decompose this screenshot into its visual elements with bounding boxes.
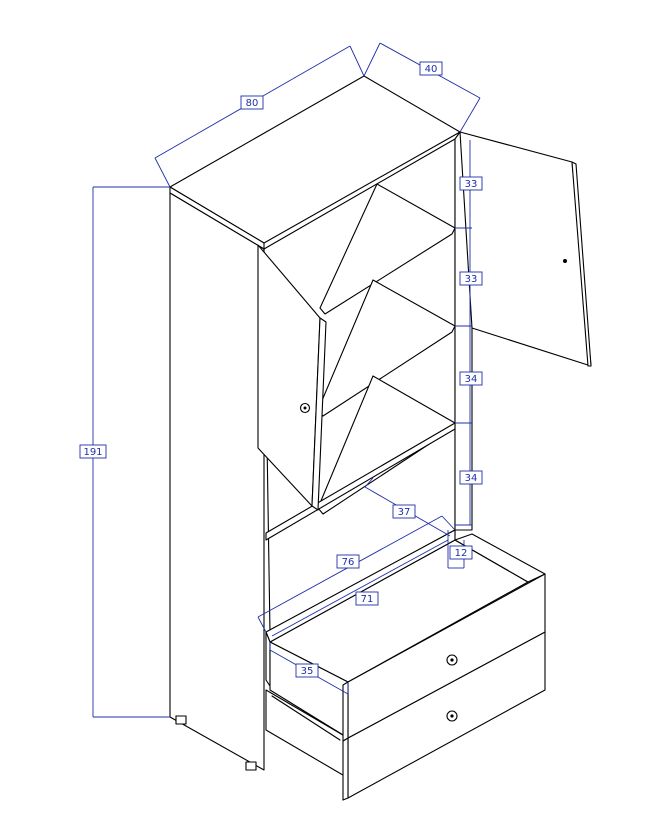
dimension-width: 80 (154, 45, 365, 188)
shelf-1 (319, 183, 456, 315)
dimension-drawer-depth: 35 (269, 642, 349, 695)
dimension-drawer-outer-width: 76 (257, 515, 456, 633)
dimension-drawer-gap-label: 12 (455, 548, 468, 559)
lower-drawer-side (342, 737, 349, 801)
dimension-shelves: 33 33 34 34 (455, 140, 483, 526)
dimension-shelf-4-label: 34 (465, 473, 478, 484)
dimension-drawer-inner-width-label: 71 (361, 594, 374, 605)
lower-drawer-knob-center (450, 714, 454, 718)
dimension-drawer-inner-width: 71 (271, 539, 449, 637)
dimension-shelf-1-label: 33 (465, 179, 478, 190)
upper-drawer-left-wall (265, 631, 271, 687)
dimension-inner-depth: 37 (364, 477, 451, 537)
right-door-knob (563, 259, 567, 263)
lower-drawer (265, 631, 546, 801)
cabinet-left-side (169, 192, 265, 771)
dimension-depth-label: 40 (425, 64, 438, 75)
dimension-shelf-2-label: 33 (465, 274, 478, 285)
leg-front (245, 761, 257, 771)
shelf-4 (265, 422, 456, 541)
dimension-drawer-outer-width-label: 76 (342, 557, 355, 568)
right-door (459, 131, 592, 367)
left-door-edge (311, 317, 327, 511)
upper-drawer (265, 529, 546, 742)
dimension-drawer-depth-label: 35 (301, 666, 314, 677)
upper-drawer-front-edge (342, 681, 349, 742)
right-door-edge (571, 161, 592, 367)
left-door-knob-center (303, 406, 307, 410)
lower-drawer-rail (271, 695, 341, 741)
dimension-height: 191 (79, 186, 170, 718)
dimension-drawer-gap: 12 (447, 530, 473, 569)
upper-drawer-knob-center (450, 658, 454, 662)
dimension-shelf-3-label: 34 (465, 374, 478, 385)
dimension-inner-depth-label: 37 (398, 507, 411, 518)
dimension-width-label: 80 (246, 98, 259, 109)
dimension-depth: 40 (363, 42, 481, 133)
leg-left (175, 715, 187, 725)
dimension-height-label: 191 (83, 447, 102, 458)
shelves (265, 183, 456, 541)
